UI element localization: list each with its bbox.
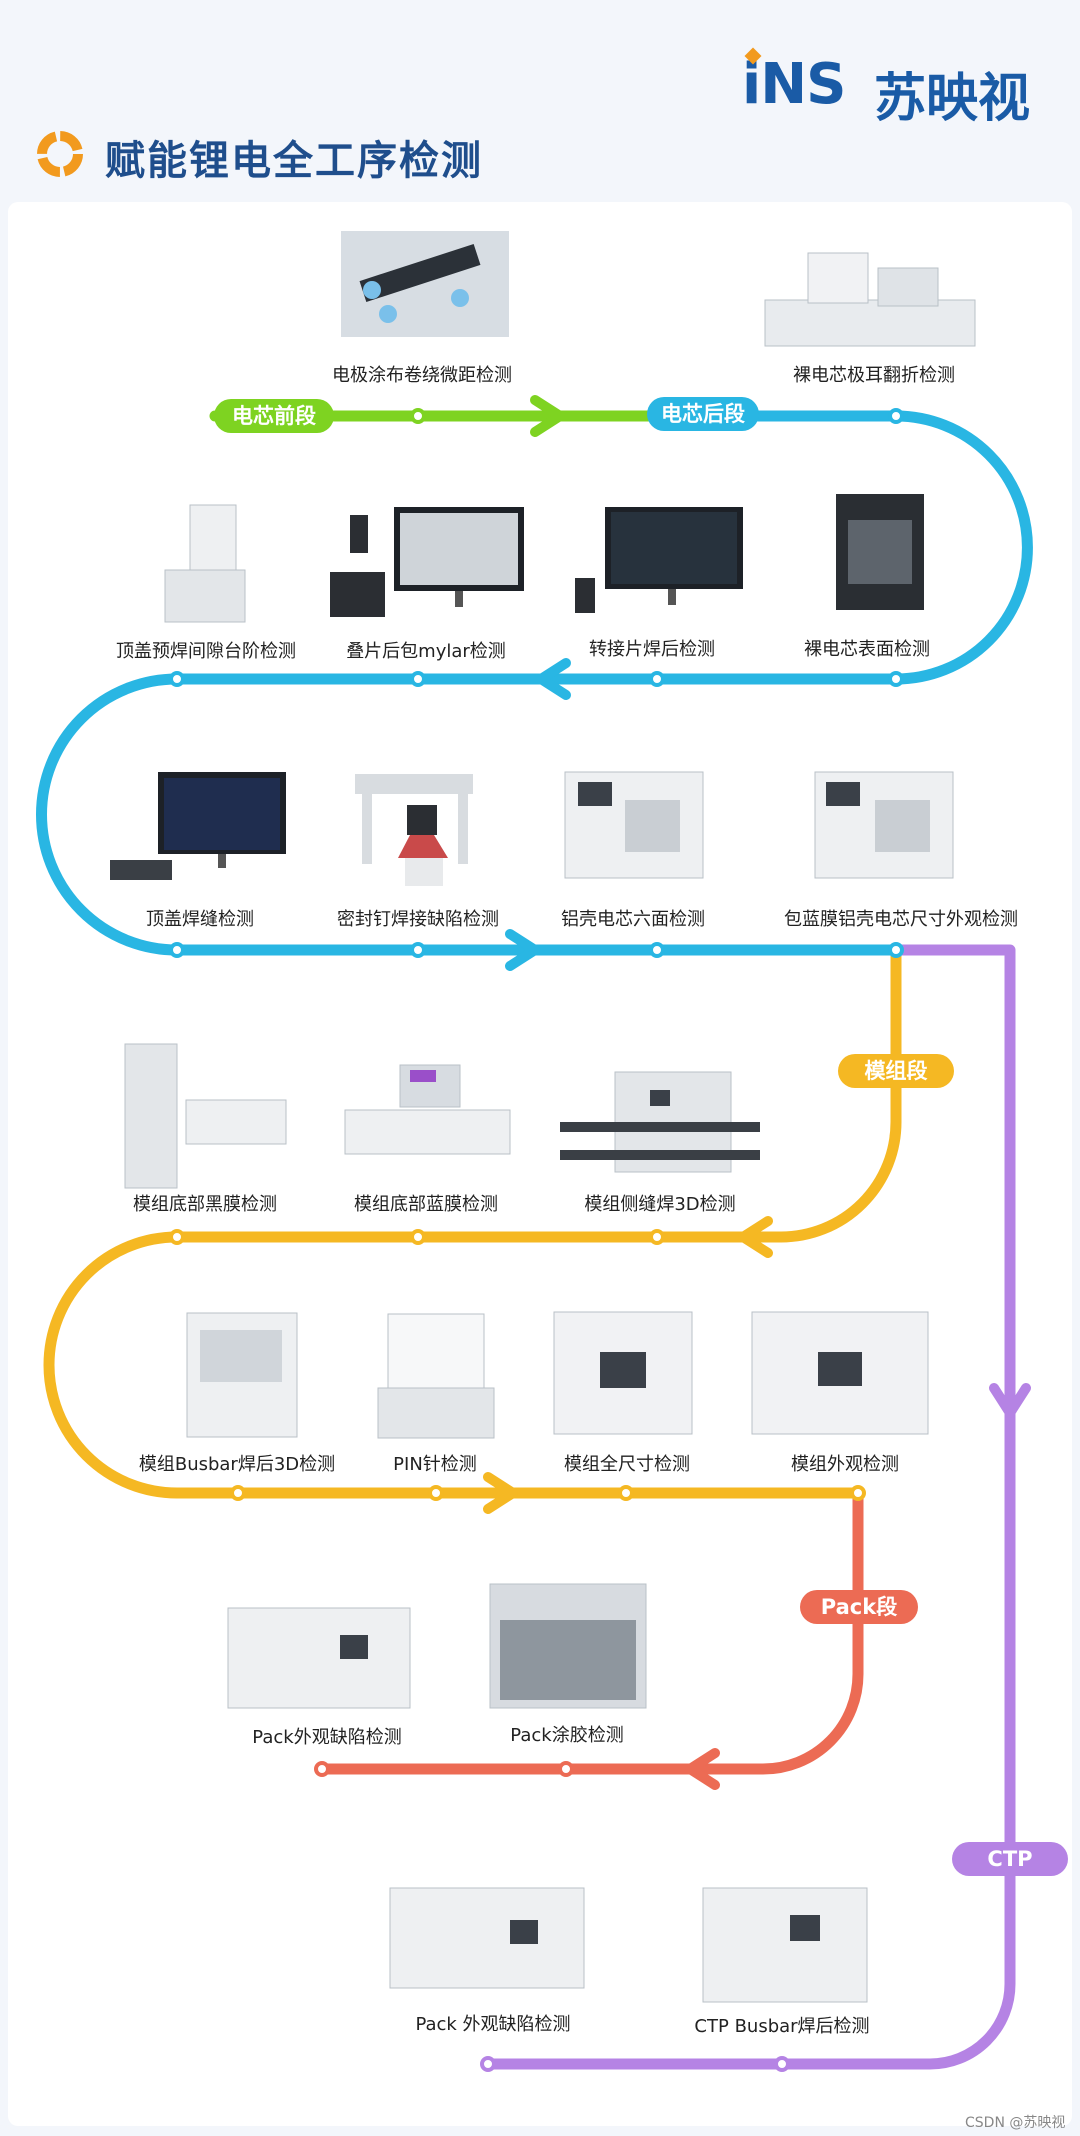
- stage-badge-cell: 电芯后段: [647, 397, 759, 431]
- flow-node: [410, 671, 426, 687]
- stage-badge-ctp: CTP: [952, 1842, 1068, 1876]
- machine-topcover-weld-icon: [110, 772, 286, 880]
- flow-node: [480, 2056, 496, 2072]
- machine-pin-icon: [377, 1313, 495, 1439]
- item-label: 密封钉焊接缺陷检测: [337, 909, 499, 930]
- item-label: 模组外观检测: [791, 1454, 899, 1475]
- item-label: 模组侧缝焊3D检测: [584, 1194, 736, 1215]
- logo-chinese: 苏映视: [874, 69, 1031, 129]
- machine-sealing-pin-icon: [355, 774, 473, 886]
- flow-node: [410, 1229, 426, 1245]
- stage-badge-module: 模组段: [838, 1054, 954, 1088]
- item-label: 顶盖焊缝检测: [146, 909, 254, 930]
- flow-node: [558, 1761, 574, 1777]
- item-label: Pack外观缺陷检测: [252, 1727, 402, 1748]
- flow-node: [410, 942, 426, 958]
- item-label: Pack涂胶检测: [510, 1725, 624, 1746]
- item-label: 裸电芯表面检测: [804, 639, 930, 660]
- stage-badge-pack: Pack段: [800, 1590, 918, 1624]
- item-label: PIN针检测: [393, 1454, 477, 1475]
- flow-node: [850, 1485, 866, 1501]
- machine-pack-appearance-icon: [227, 1607, 411, 1709]
- machine-full-size-icon: [553, 1311, 693, 1435]
- flow-node: [649, 942, 665, 958]
- flow-node: [649, 671, 665, 687]
- arrow-down-icon: [989, 1383, 1031, 1418]
- flow-node: [888, 408, 904, 424]
- flow-node: [169, 1229, 185, 1245]
- machine-adapter-weld-icon: [575, 507, 743, 613]
- machine-black-film-icon: [124, 1043, 287, 1189]
- item-label: 裸电芯极耳翻折检测: [793, 365, 955, 386]
- logo-ins: iNS: [742, 52, 846, 117]
- arrow-right-icon: [505, 929, 540, 971]
- machine-blue-film-icon: [814, 771, 954, 879]
- machine-side-seam-icon: [560, 1071, 760, 1173]
- arrow-left-icon: [536, 658, 571, 700]
- item-label: Pack 外观缺陷检测: [415, 2014, 571, 2035]
- item-label: 模组底部黑膜检测: [133, 1194, 277, 1215]
- process-icon: [37, 131, 83, 177]
- flow-node: [169, 671, 185, 687]
- arrow-right-icon: [483, 1472, 518, 1514]
- machine-prewelding-icon: [164, 504, 246, 623]
- item-label: 转接片焊后检测: [589, 639, 715, 660]
- item-label: 模组底部蓝膜检测: [354, 1194, 498, 1215]
- arrow-left-icon: [685, 1748, 720, 1790]
- flow-line-pack: [316, 1487, 864, 1775]
- machine-six-face-icon: [564, 771, 704, 879]
- flow-node: [649, 1229, 665, 1245]
- flow-node: [230, 1485, 246, 1501]
- item-label: 顶盖预焊间隙台阶检测: [116, 641, 296, 662]
- machine-ctp-busbar-icon: [702, 1887, 868, 2003]
- flow-node: [888, 671, 904, 687]
- machine-surface-icon: [836, 494, 924, 610]
- flow-node: [428, 1485, 444, 1501]
- stage-badge-front: 电芯前段: [214, 399, 334, 433]
- machine-blue-film-module-icon: [344, 1064, 511, 1155]
- machine-module-appearance-icon: [751, 1311, 929, 1435]
- arrow-right-icon: [530, 395, 565, 437]
- flow-node: [618, 1485, 634, 1501]
- flow-node: [774, 2056, 790, 2072]
- item-label: 叠片后包mylar检测: [346, 641, 506, 662]
- footer-credit: CSDN @苏映视: [965, 2115, 1066, 2131]
- item-label: 模组全尺寸检测: [564, 1454, 690, 1475]
- machine-coating-icon: [341, 231, 509, 337]
- flow-node: [410, 408, 426, 424]
- item-label: CTP Busbar焊后检测: [694, 2016, 870, 2037]
- flow-line-module: [43, 944, 902, 1499]
- machine-busbar-3d-icon: [186, 1312, 298, 1438]
- machine-illustrations: [110, 231, 976, 2003]
- item-label: 模组Busbar焊后3D检测: [138, 1454, 336, 1475]
- machine-tab-fold-icon: [764, 252, 976, 347]
- machine-mylar-icon: [330, 507, 524, 617]
- page-title: 赋能锂电全工序检测: [105, 138, 483, 184]
- item-label: 包蓝膜铝壳电芯尺寸外观检测: [784, 909, 1018, 930]
- machine-pack-gluing-icon: [489, 1583, 647, 1709]
- item-label: 电极涂布卷绕微距检测: [332, 365, 512, 386]
- item-label: 铝壳电芯六面检测: [561, 909, 705, 930]
- flow-node: [888, 942, 904, 958]
- flow-line-ctp: [482, 944, 1016, 2070]
- arrow-left-icon: [738, 1216, 773, 1258]
- flow-node: [314, 1761, 330, 1777]
- flow-node: [169, 942, 185, 958]
- machine-pack-appearance-2-icon: [389, 1887, 585, 1989]
